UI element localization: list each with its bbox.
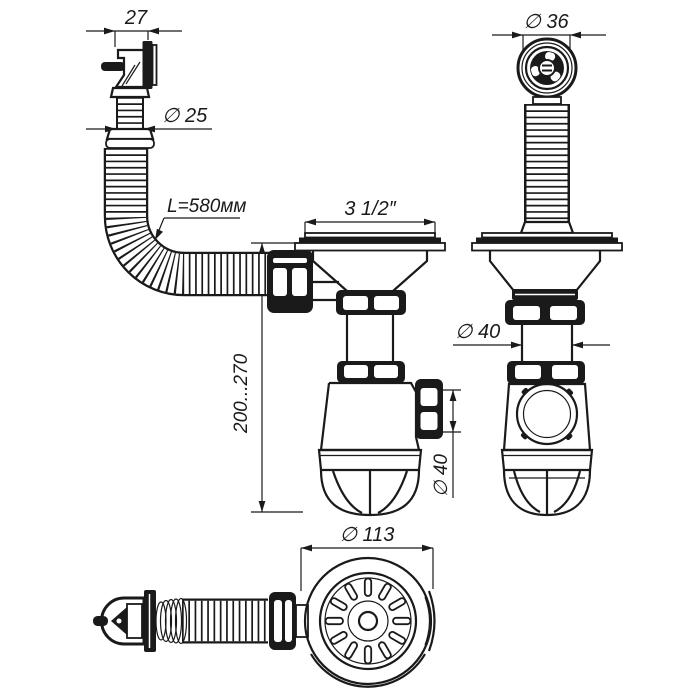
overflow-hose-length-label: L=580мм: [167, 196, 246, 217]
overflow-width-label: 27: [124, 7, 148, 29]
overflow-hose-upper: [105, 97, 155, 149]
installation-height-label: 200...270: [231, 353, 252, 434]
siphon-body-side: [500, 382, 594, 517]
dim-overflow-cap-diameter: ∅ 36: [492, 11, 606, 52]
grate-slots: [324, 577, 412, 665]
overflow-hose-diameter-label: ∅ 25: [162, 105, 208, 127]
dim-strainer-thread: 3 1/2″: [304, 198, 436, 234]
strainer-diameter-label: ∅ 113: [340, 524, 395, 546]
overflow-head: [100, 596, 146, 646]
side-outlet-nut: [415, 379, 443, 439]
siphon-side-view: ∅ 36: [453, 11, 623, 517]
strainer-funnel-side: [488, 250, 602, 300]
body-nut: [337, 361, 405, 383]
body-nut-side: [507, 361, 585, 384]
strainer-thread-label: 3 1/2″: [344, 198, 396, 220]
overflow-front-view: 27 ∅ 25: [86, 7, 313, 313]
cap-rotor-lobes: [531, 52, 561, 82]
overflow-elbow-fitting: [101, 41, 158, 99]
drain-pipe-diameter-label: ∅ 40: [455, 321, 500, 343]
outlet-boss-edge: [427, 590, 436, 652]
hose-coil-rings: [155, 597, 188, 645]
arrowhead: [258, 243, 266, 254]
drain-pipe-side: [520, 325, 574, 361]
funnel-nut: [336, 290, 406, 315]
siphon-front-view: 3 1/2″: [294, 198, 461, 517]
strainer-top-view: ∅ 113: [93, 524, 436, 688]
side-outlet-diameter-label: ∅ 40: [431, 454, 452, 497]
overflow-assembly-top-view: [93, 590, 309, 652]
strainer-flange-side: [471, 232, 623, 252]
cap-neck: [532, 96, 562, 105]
strainer-grate: [303, 556, 436, 688]
outlet-opening: [515, 382, 579, 446]
siphon-body: [317, 379, 443, 517]
dim-overflow-width: 27: [86, 7, 182, 47]
dim-overflow-hose-diameter: ∅ 25: [86, 105, 212, 133]
overflow-cap: [516, 37, 578, 99]
arrowhead: [258, 501, 266, 512]
overflow-hose-nut: [267, 250, 313, 313]
dim-overflow-hose-length: L=580мм: [154, 196, 246, 241]
dim-drain-pipe-diameter: ∅ 40: [453, 321, 610, 349]
overflow-hose-side-view: [519, 104, 575, 235]
drain-pipe: [345, 315, 395, 361]
strainer-flange: [294, 232, 446, 252]
funnel-nut-side: [505, 300, 585, 325]
overflow-cap-diameter-label: ∅ 36: [523, 11, 569, 33]
hose-nut-top-view: [269, 592, 296, 650]
dim-strainer-diameter: ∅ 113: [300, 524, 434, 591]
dim-side-outlet-diameter: ∅ 40: [431, 389, 461, 498]
overflow-corrugated-hose: [103, 148, 272, 297]
center-hole: [357, 610, 379, 632]
